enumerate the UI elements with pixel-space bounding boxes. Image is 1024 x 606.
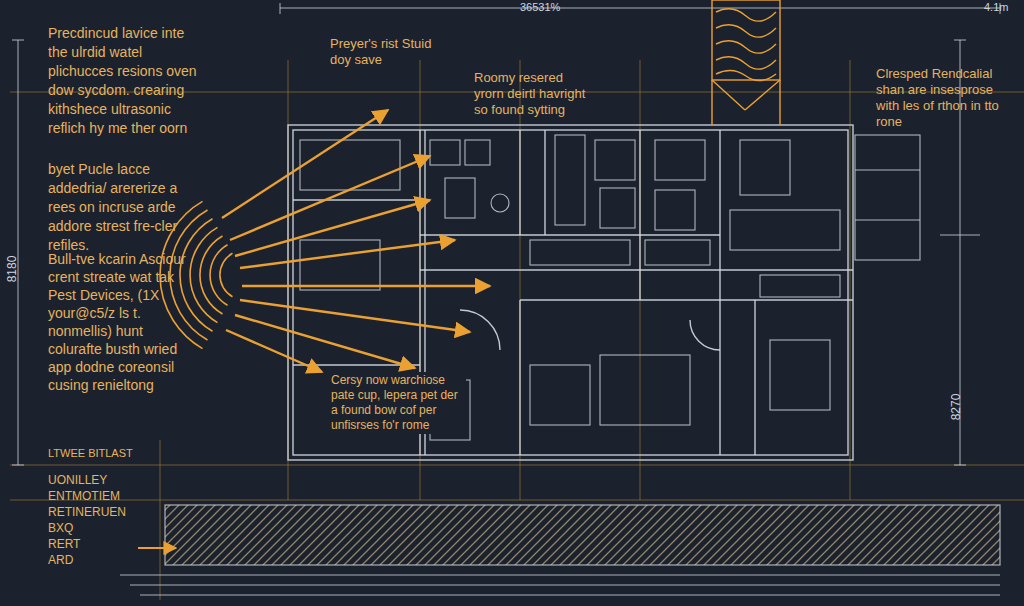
- dimension-label: 8180: [5, 249, 19, 289]
- grid-lines-part: [520, 60, 521, 500]
- grid-lines-part: [420, 60, 421, 500]
- grid-lines-part: [640, 60, 641, 500]
- dimension-lines-part: [280, 8, 1000, 9]
- sound-wave-arrows-part: [222, 110, 388, 218]
- grid-lines-part: [160, 440, 161, 600]
- ultrasonic-emitter-part: [210, 245, 227, 306]
- grid-lines-part: [10, 465, 1024, 466]
- furniture-part: [655, 140, 705, 180]
- floor-plan-walls-part: [719, 130, 720, 455]
- annotation-text: byet Pucle lacce addedria/ arererize a r…: [48, 160, 198, 255]
- furniture-part: [760, 275, 840, 297]
- dimension-lines-part: [954, 465, 966, 466]
- foundation-band-part: [165, 505, 1000, 565]
- furniture-part: [465, 140, 490, 165]
- hatched-tower-part: [711, 80, 712, 125]
- floor-plan-walls-part: [420, 234, 720, 235]
- furniture: [300, 135, 920, 440]
- hatched-tower-part: [745, 80, 780, 110]
- hatched-tower-part: [716, 9, 776, 81]
- ultrasonic-emitter-part: [200, 236, 223, 314]
- furniture-part: [530, 240, 630, 265]
- annotation-text: 4.1m: [984, 0, 1020, 14]
- annotation-text: Roomy resered yrorn deirtl havright so f…: [474, 70, 589, 118]
- sound-wave-arrows: [222, 110, 490, 372]
- furniture-part: [730, 210, 840, 250]
- annotation-text: Clresped Rendcalial shan are insesprose …: [876, 66, 1016, 130]
- floor-plan-walls-part: [293, 199, 420, 200]
- furniture-part: [600, 188, 635, 228]
- dimension-lines-part: [954, 40, 966, 41]
- ultrasonic-emitter-part: [190, 227, 217, 322]
- furniture-part: [855, 135, 920, 260]
- floor-plan-walls-part: [754, 300, 755, 455]
- furniture-part: [770, 340, 830, 410]
- floor-plan-walls-part: [544, 130, 545, 235]
- sound-wave-arrows-part: [240, 240, 455, 268]
- furniture-part: [855, 169, 920, 170]
- floor-plan-walls-part: [288, 125, 853, 460]
- hatched-tower-part: [712, 80, 745, 110]
- annotation-text: UONILLEY ENTMOTIEM RETINERUEN BXQ RERT A…: [48, 472, 138, 568]
- annotation-text: 36531%: [520, 0, 600, 14]
- dimension-lines-part: [12, 465, 24, 466]
- dimension-lines-part: [18, 40, 19, 465]
- furniture-part: [530, 365, 590, 425]
- ultrasonic-emitter-part: [220, 253, 233, 296]
- sound-wave-arrows-part: [235, 315, 415, 368]
- dimension-lines-part: [12, 40, 24, 41]
- furniture-part: [300, 140, 400, 190]
- grid-lines: [10, 60, 1024, 600]
- furniture-part: [430, 140, 460, 165]
- furniture-part: [740, 140, 790, 195]
- annotation-text: Bull-tve kcarin Asciour crent streate wa…: [48, 250, 188, 394]
- floor-plan-walls-part: [690, 320, 720, 350]
- foundation-band-part: [130, 584, 1000, 585]
- furniture-part: [855, 219, 920, 220]
- floor-plan-walls: [288, 125, 853, 460]
- hatched-tower-part: [712, 0, 780, 80]
- hatched-tower: [712, 0, 780, 125]
- foundation-band-part: [120, 574, 1000, 575]
- annotation-text: Cersy now warchiose pate cup, lepera pet…: [328, 372, 466, 434]
- furniture-part: [555, 135, 585, 225]
- grid-lines-part: [850, 60, 851, 500]
- furniture-part: [600, 355, 690, 425]
- pointer-arrow: [138, 547, 176, 549]
- furniture-part: [300, 240, 380, 290]
- dimension-lines-part: [940, 235, 980, 236]
- floor-plan-walls-part: [520, 299, 853, 300]
- floor-plan-walls-part: [460, 310, 500, 350]
- dimension-lines-part: [280, 3, 281, 14]
- floor-plan-walls-part: [519, 300, 520, 455]
- furniture-part: [491, 194, 509, 212]
- furniture-part: [445, 178, 475, 218]
- pointer-arrow-part: [138, 547, 176, 549]
- floor-plan-walls-part: [420, 269, 853, 270]
- sound-wave-arrows-part: [242, 285, 490, 287]
- foundation-band: [120, 505, 1000, 595]
- annotation-text: LTWEE BITLAST: [48, 446, 168, 460]
- sound-wave-arrows-part: [230, 156, 430, 240]
- furniture-part: [645, 240, 710, 265]
- ultrasonic-emitter-part: [180, 219, 213, 332]
- dimension-lines: [12, 3, 1000, 465]
- floor-plan-walls-part: [519, 130, 520, 235]
- grid-lines-part: [10, 500, 1024, 501]
- foundation-band-part: [140, 594, 1000, 595]
- hatched-tower-part: [779, 80, 780, 125]
- furniture-part: [655, 190, 695, 230]
- furniture-part: [595, 140, 635, 180]
- annotation-text: Preyer's rist Stuid doy save: [330, 36, 440, 68]
- annotation-text: Precdincud lavice inte the ulrdid watel …: [48, 24, 198, 138]
- sound-wave-arrows-part: [226, 330, 322, 372]
- floor-plan-walls-part: [639, 130, 640, 300]
- dimension-label: 8270: [949, 387, 963, 427]
